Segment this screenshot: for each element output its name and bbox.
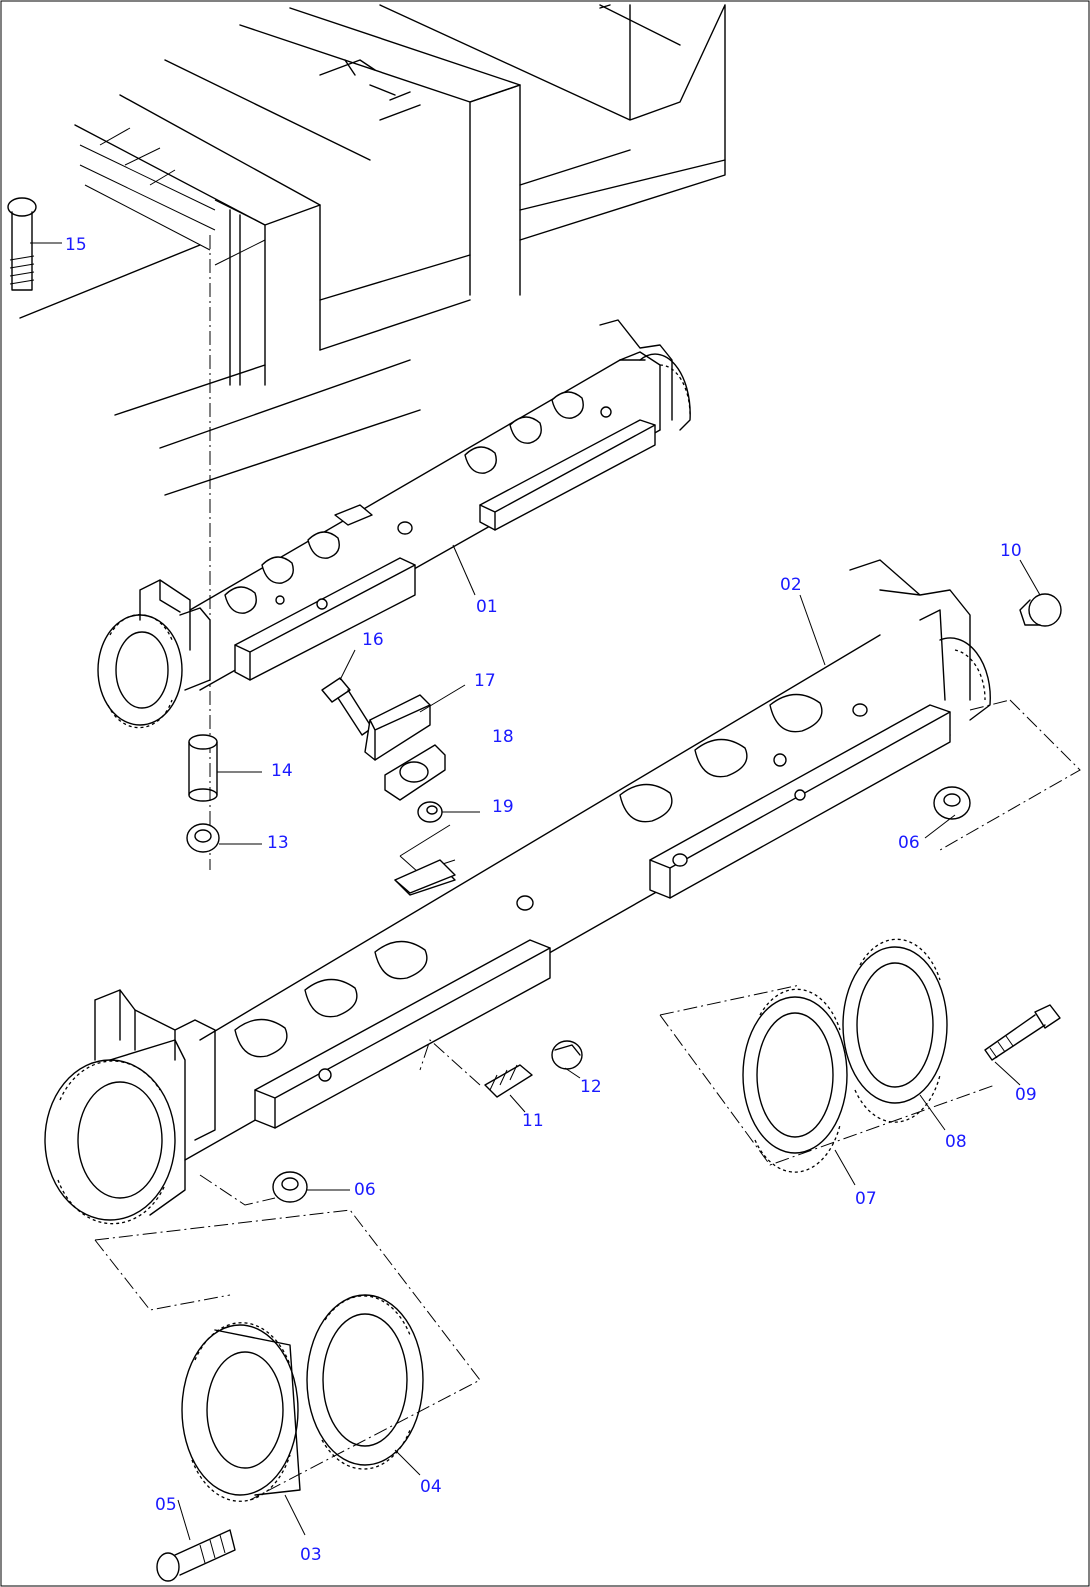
label-19: 19	[492, 797, 514, 817]
label-07: 07	[855, 1189, 877, 1209]
ring-08	[842, 938, 948, 1123]
label-15: 15	[65, 235, 87, 255]
nut-13	[186, 823, 220, 853]
bolt-16	[321, 677, 373, 736]
axle-02	[44, 559, 991, 1225]
part-labels: 15 01 02 10 16 17 18 19 14 13 06 06 12 1…	[65, 235, 1037, 1565]
leader-lines	[30, 242, 1041, 1541]
fitting-11	[484, 1064, 533, 1098]
ring-03	[181, 1322, 301, 1502]
label-06-left: 06	[354, 1180, 376, 1200]
label-03: 03	[300, 1545, 322, 1565]
label-10: 10	[1000, 541, 1022, 561]
cap-10	[1019, 593, 1062, 627]
bolt-05	[156, 1529, 236, 1582]
label-11: 11	[522, 1111, 544, 1131]
label-06-right: 06	[898, 833, 920, 853]
nut-19	[417, 801, 443, 823]
label-13: 13	[267, 833, 289, 853]
label-18: 18	[492, 727, 514, 747]
label-17: 17	[474, 671, 496, 691]
label-05: 05	[155, 1495, 177, 1515]
label-09: 09	[1015, 1085, 1037, 1105]
vehicle-frame	[19, 4, 726, 496]
shim-18	[384, 744, 446, 801]
label-08: 08	[945, 1132, 967, 1152]
label-02: 02	[780, 575, 802, 595]
ring-04	[306, 1294, 424, 1470]
nut-06-left	[272, 1171, 308, 1203]
pin-14	[188, 734, 218, 802]
bolt-15	[7, 197, 37, 291]
assembly-outlines	[94, 699, 1081, 1501]
axle-01	[97, 319, 691, 729]
label-04: 04	[420, 1477, 442, 1497]
plate-17	[364, 694, 431, 761]
label-16: 16	[362, 630, 384, 650]
label-12: 12	[580, 1077, 602, 1097]
fitting-12	[551, 1040, 583, 1070]
label-01: 01	[476, 597, 498, 617]
label-14: 14	[271, 761, 293, 781]
ring-07	[742, 988, 848, 1173]
nut-06-right	[933, 786, 971, 820]
bolt-09	[984, 1004, 1061, 1061]
gasket-pad	[394, 859, 456, 894]
